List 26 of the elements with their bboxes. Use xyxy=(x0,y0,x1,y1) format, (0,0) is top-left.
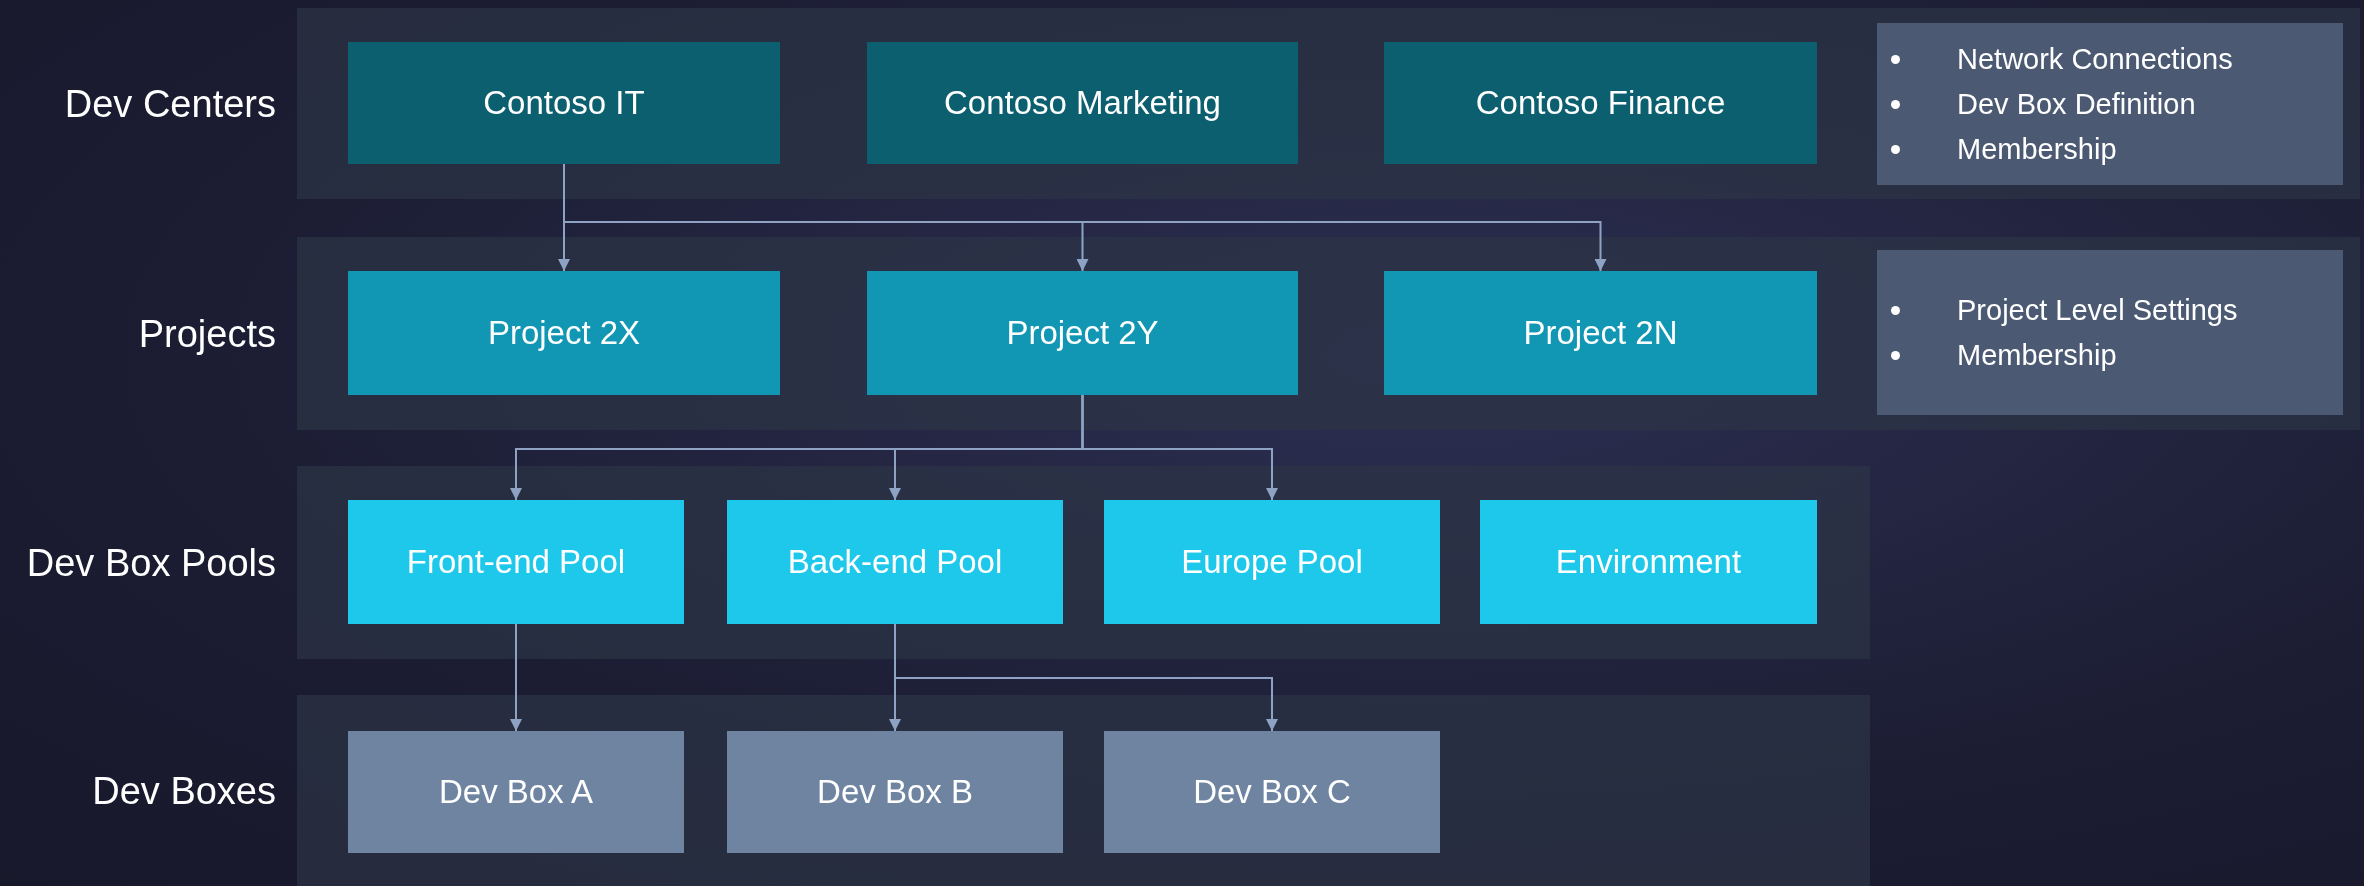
hierarchy-box: Project 2N xyxy=(1384,271,1817,395)
bullet-item: Dev Box Definition xyxy=(1891,81,2343,127)
hierarchy-box: Project 2Y xyxy=(867,271,1298,395)
hierarchy-box: Environment xyxy=(1480,500,1817,624)
settings-panel xyxy=(1877,250,2343,415)
hierarchy-box: Contoso Finance xyxy=(1384,42,1817,164)
hierarchy-box: Front-end Pool xyxy=(348,500,684,624)
bullet-item: Membership xyxy=(1891,126,2343,172)
connector-arrow xyxy=(1081,394,1278,501)
bullet-item: Network Connections xyxy=(1891,36,2343,82)
row-label: Dev Centers xyxy=(64,81,276,126)
hierarchy-box: Dev Box C xyxy=(1104,731,1440,853)
settings-panel xyxy=(1877,23,2343,185)
hierarchy-box: Contoso Marketing xyxy=(867,42,1298,164)
hierarchy-box: Project 2X xyxy=(348,271,780,395)
hierarchy-box: Contoso IT xyxy=(348,42,780,164)
hierarchy-box: Back-end Pool xyxy=(727,500,1063,624)
bullet-item: Project Level Settings xyxy=(1891,287,2343,333)
connector-arrow xyxy=(510,623,522,732)
hierarchy-box: Dev Box A xyxy=(348,731,684,853)
hierarchy-box: Dev Box B xyxy=(727,731,1063,853)
bullet-item: Membership xyxy=(1891,332,2343,378)
hierarchy-box: Europe Pool xyxy=(1104,500,1440,624)
row-label: Dev Boxes xyxy=(92,768,276,813)
row-label: Dev Box Pools xyxy=(26,540,276,585)
row-label: Projects xyxy=(138,311,276,357)
